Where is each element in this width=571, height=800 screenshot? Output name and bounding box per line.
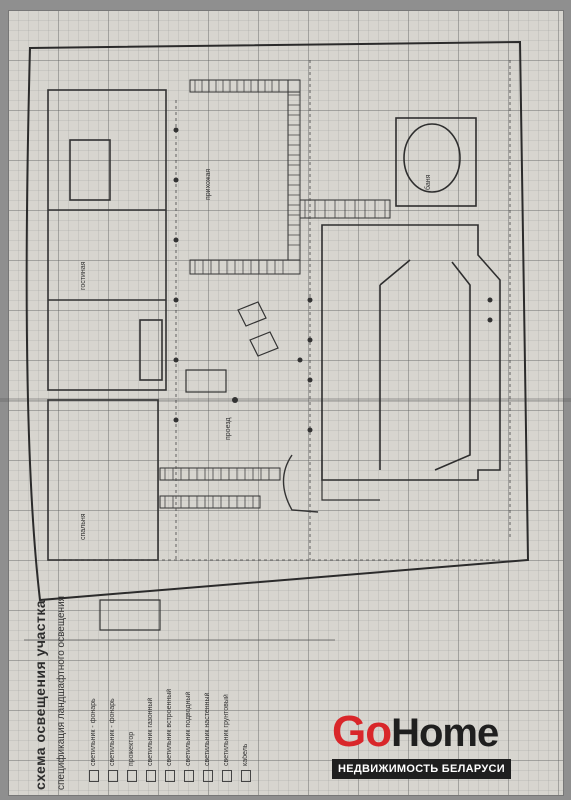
pool-frame	[395, 117, 477, 207]
legend-row: прожектор	[122, 612, 141, 782]
legend-text: светильник настенный	[204, 692, 211, 766]
room-label: баня	[425, 174, 432, 190]
legend-row: светильник встроенный	[160, 612, 179, 782]
legend-symbol-icon	[240, 770, 251, 782]
legend-symbol-icon	[126, 770, 137, 782]
logo-go: Go	[332, 707, 392, 756]
legend-symbol-icon	[183, 770, 194, 782]
document-title: схема освещения участка	[32, 599, 48, 790]
house-outline-lower	[47, 399, 159, 561]
legend-symbol-icon	[107, 770, 118, 782]
legend-text: светильник - фонарь	[109, 698, 116, 766]
legend-text: светильник подводный	[185, 691, 192, 766]
legend-text: кабель	[242, 743, 249, 766]
legend-symbol-icon	[88, 770, 99, 782]
legend-row: светильник подводный	[179, 612, 198, 782]
legend-row: светильник - фонарь	[84, 612, 103, 782]
house-outline	[47, 89, 167, 391]
room-label: проезд	[225, 417, 232, 440]
legend-symbol-icon	[164, 770, 175, 782]
room-label: спальня	[80, 513, 87, 540]
logo-home: Home	[391, 711, 499, 755]
logo-tagline: НЕДВИЖИМОСТЬ БЕЛАРУСИ	[332, 759, 511, 779]
legend-symbol-icon	[221, 770, 232, 782]
document-subtitle: спецификация ландшафтного освещения	[56, 595, 67, 790]
legend-text: светильник - фонарь	[90, 698, 97, 766]
legend-text: светильник встроенный	[166, 688, 173, 766]
room-label: прихожая	[205, 168, 212, 200]
room-label: гостиная	[80, 261, 87, 290]
legend-row: кабель	[236, 612, 255, 782]
legend-row: светильник настенный	[198, 612, 217, 782]
legend-symbol-icon	[145, 770, 156, 782]
legend-list: светильник - фонарь светильник - фонарь …	[84, 612, 255, 782]
lawn-area	[321, 224, 501, 481]
plan-sheet	[8, 10, 564, 796]
legend-row: светильник газонный	[141, 612, 160, 782]
legend-text: прожектор	[128, 731, 135, 766]
legend-row: светильник грунтовый	[217, 612, 236, 782]
legend-text: светильник грунтовый	[223, 694, 230, 766]
pool	[403, 123, 461, 193]
legend-text: светильник газонный	[147, 697, 154, 766]
site-boundary	[25, 40, 530, 602]
legend-symbol-icon	[202, 770, 213, 782]
paper-fold	[0, 398, 571, 402]
legend-row: светильник - фонарь	[103, 612, 122, 782]
